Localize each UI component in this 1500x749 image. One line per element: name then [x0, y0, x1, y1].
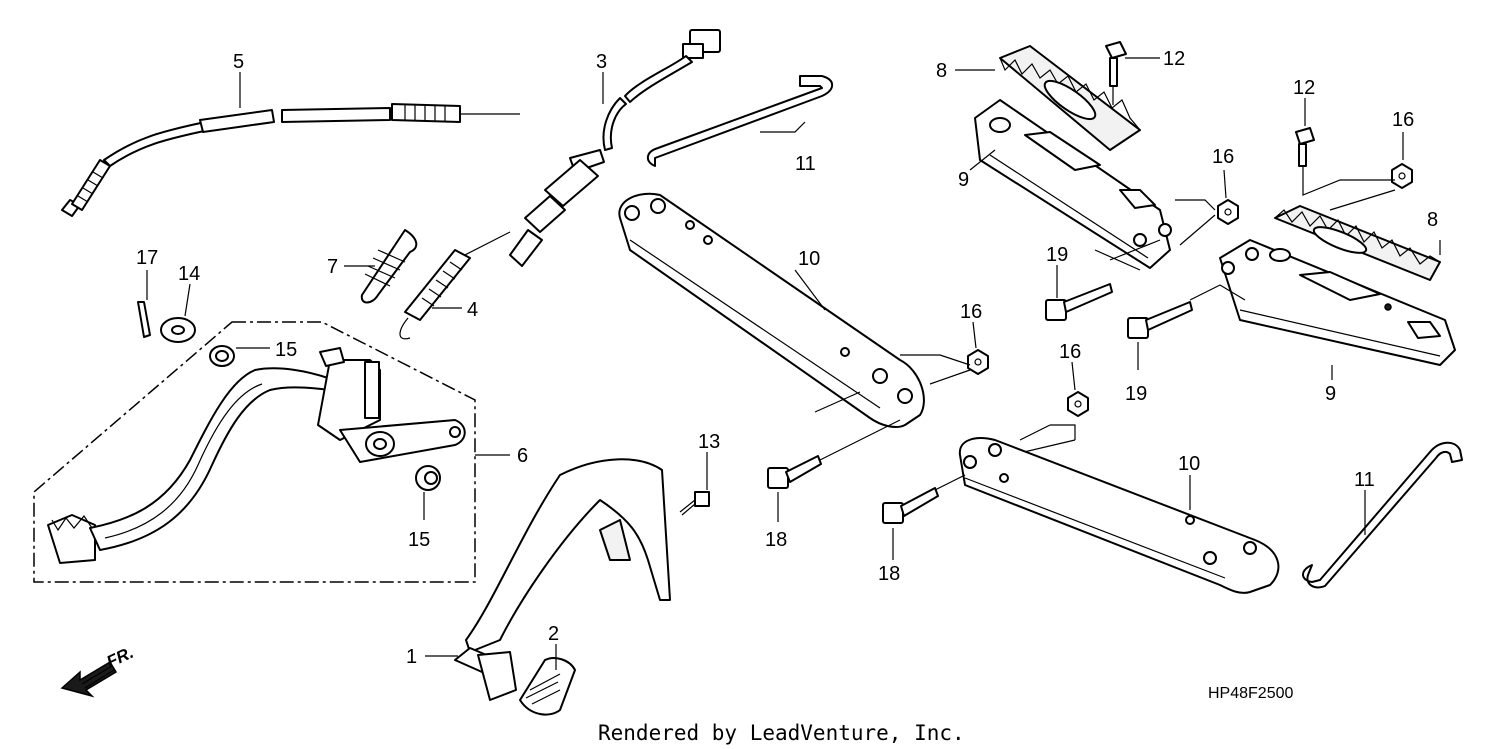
part-17-pin[interactable] — [137, 301, 151, 338]
callout-3: 3 — [596, 51, 607, 73]
callout-16d: 16 — [1059, 341, 1081, 363]
part-4-spring[interactable] — [399, 231, 511, 340]
callout-10a: 10 — [798, 248, 820, 270]
part-3-switch[interactable] — [509, 29, 721, 267]
part-16-nut-d[interactable] — [1067, 391, 1089, 417]
part-16-nut-b[interactable] — [1217, 199, 1239, 225]
part-13-bolt[interactable] — [679, 491, 710, 516]
callout-8b: 8 — [1427, 209, 1438, 231]
part-18-bolt-upper[interactable] — [767, 455, 822, 489]
callout-15b: 15 — [408, 529, 430, 551]
part-9-bracket-upper[interactable] — [974, 99, 1172, 269]
part-7-spring[interactable] — [360, 229, 418, 304]
callout-16a: 16 — [960, 301, 982, 323]
part-16-nut-c[interactable] — [1391, 163, 1413, 189]
callout-19b: 19 — [1125, 383, 1147, 405]
callout-17: 17 — [136, 247, 158, 269]
part-16-nut-a[interactable] — [967, 349, 989, 375]
part-10-arm-upper[interactable] — [618, 192, 925, 428]
part-8-footpeg-right[interactable] — [1274, 205, 1441, 281]
leader-16b — [1223, 169, 1227, 199]
diagram-code: HP48F2500 — [1208, 685, 1293, 702]
leader-16d — [1071, 361, 1076, 391]
part-5-cable[interactable] — [61, 103, 520, 217]
callout-11b: 11 — [1354, 469, 1375, 491]
alignment-lines-16a — [900, 354, 971, 385]
alignment-lines-19a — [1094, 239, 1161, 271]
callout-11a: 11 — [795, 153, 816, 175]
part-1-brake-pedal[interactable] — [454, 458, 671, 701]
part-18-bolt-lower[interactable] — [882, 487, 939, 524]
part-11-rod-lower[interactable] — [1302, 441, 1463, 589]
callout-16c: 16 — [1392, 109, 1414, 131]
leader-9a — [969, 149, 996, 171]
callout-5: 5 — [233, 51, 244, 73]
part-14-washer[interactable] — [160, 317, 196, 343]
callout-18b: 18 — [878, 563, 900, 585]
part-6-pedal[interactable] — [47, 347, 466, 564]
part-9-bracket-right[interactable] — [1219, 239, 1456, 366]
callout-12b: 12 — [1293, 77, 1315, 99]
part-15-collar-upper[interactable] — [209, 345, 235, 367]
leader-10a — [794, 269, 826, 311]
leader-14 — [184, 283, 191, 317]
part-11-rod-upper[interactable] — [646, 75, 834, 167]
callout-13: 13 — [698, 431, 720, 453]
alignment-line-18b — [934, 474, 966, 491]
callout-4: 4 — [467, 299, 478, 321]
callout-1: 1 — [406, 646, 417, 668]
callout-18a: 18 — [765, 529, 787, 551]
part-19-bolt-right[interactable] — [1127, 301, 1193, 339]
part-2-pedal-rubber[interactable] — [519, 657, 576, 716]
leader-16a — [972, 321, 977, 349]
part-19-bolt-upper[interactable] — [1045, 283, 1113, 321]
alignment-lines-16b — [1175, 199, 1216, 246]
callout-9b: 9 — [1325, 383, 1336, 405]
part-10-arm-lower[interactable] — [958, 437, 1280, 594]
callout-6: 6 — [517, 445, 528, 467]
callout-19a: 19 — [1046, 244, 1068, 266]
callout-8a: 8 — [936, 60, 947, 82]
callout-10b: 10 — [1178, 453, 1200, 475]
assembly-6-outline — [33, 321, 476, 583]
callout-15a: 15 — [275, 339, 297, 361]
callout-2: 2 — [548, 623, 559, 645]
credit-text: Rendered by LeadVenture, Inc. — [598, 721, 965, 745]
part-12-bolt-upper[interactable] — [1105, 41, 1127, 87]
part-15-collar-lower[interactable] — [415, 465, 441, 491]
part-12-bolt-right[interactable] — [1295, 127, 1315, 167]
callout-12a: 12 — [1163, 48, 1185, 70]
callout-16b: 16 — [1212, 146, 1234, 168]
alignment-lines-19b — [1189, 284, 1246, 301]
callout-14: 14 — [178, 263, 200, 285]
alignment-lines-right — [1302, 166, 1396, 211]
alignment-lines-upper — [814, 391, 901, 461]
callout-7: 7 — [327, 256, 338, 278]
leader-11a — [760, 121, 806, 133]
callout-9a: 9 — [958, 169, 969, 191]
front-direction-arrow: FR. — [60, 643, 137, 698]
